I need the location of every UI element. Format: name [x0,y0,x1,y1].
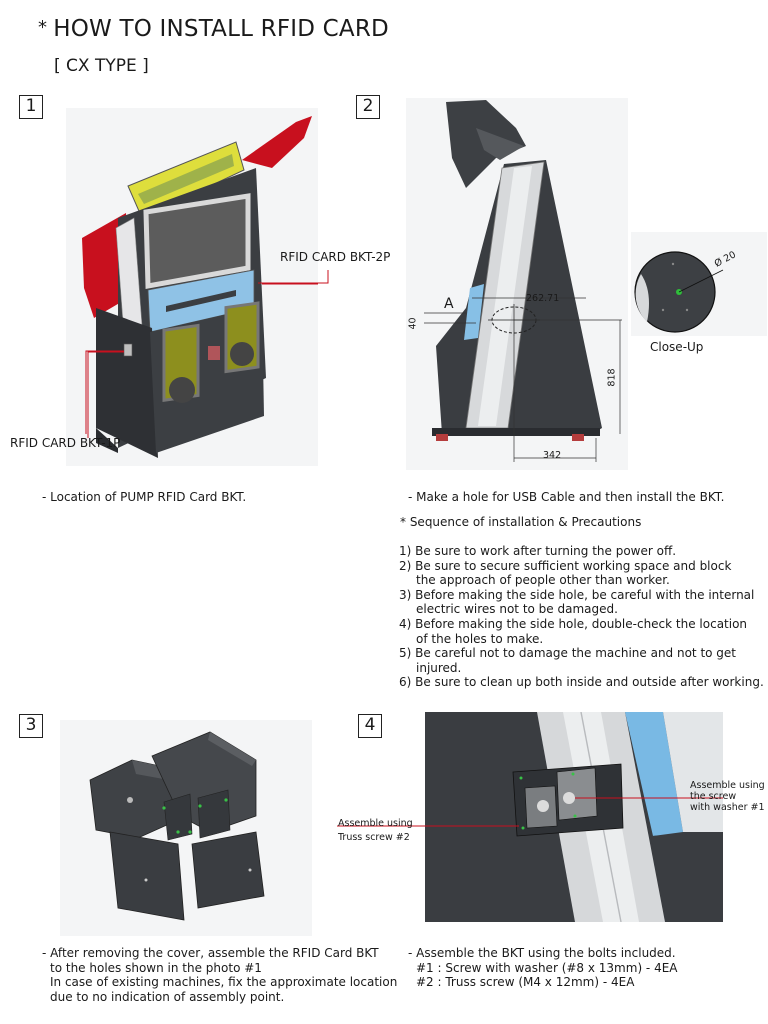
sequence-item-4: 4) Before making the side hole, double-c… [399,616,748,631]
sequence-item-2-cont: the approach of people other than worker… [416,573,670,588]
sequence-title: * Sequence of installation & Precautions [400,515,642,529]
sequence-item-5: 5) Be careful not to damage the machine … [399,646,737,661]
label-rfid-bkt-1p: RFID CARD BKT-1P [10,436,121,450]
step-3-bracket-image [60,720,312,936]
step-4-caption-line-1: - Assemble the BKT using the bolts inclu… [408,946,676,960]
step-1-leader-1p [85,350,124,434]
step-3-caption-line-3: In case of existing machines, fix the ap… [50,975,398,990]
step-4-assembly-image [425,712,723,922]
dim-label-a: A [444,296,454,312]
dim-label-342: 342 [543,450,562,461]
step-4-label-right: Assemble using the screw with washer #1 [690,780,765,813]
page-title: *HOW TO INSTALL RFID CARD [38,16,389,42]
closeup-label: Close-Up [650,340,704,354]
step-4-caption-line-3: #2 : Truss screw (M4 x 12mm) - 4EA [416,975,635,990]
step-2-side-view-image [406,98,628,470]
step-3-caption-line-2: to the holes shown in the photo #1 [50,960,262,975]
step-4-caption: - Assemble the BKT using the bolts inclu… [408,946,678,990]
step-4-caption-line-2: #1 : Screw with washer (#8 x 13mm) - 4EA [416,960,678,975]
sequence-item-3: 3) Before making the side hole, be caref… [399,587,755,602]
sequence-item-1: 1) Be sure to work after turning the pow… [399,544,677,558]
step-4-leader-left [337,825,427,827]
dim-label-262: 262.71 [526,293,560,304]
step-1-machine-image [66,108,318,466]
step-1-number: 1 [19,95,43,119]
closeup-image [631,232,767,336]
step-4-label-left: Assemble using Truss screw #2 [338,818,413,843]
step-1-leader-2p [258,270,329,284]
sequence-list: 1) Be sure to work after turning the pow… [399,544,764,690]
sequence-item-4-cont: of the holes to make. [416,631,544,646]
title-star: * [38,17,48,38]
sequence-item-6: 6) Be sure to clean up both inside and o… [399,675,764,690]
step-4-label-left-line-1: Assemble using [338,818,413,829]
sequence-item-5-cont: injured. [416,660,462,675]
label-rfid-bkt-2p: RFID CARD BKT-2P [280,250,391,264]
step-4-label-right-line-1: Assemble using [690,780,765,791]
step-3-caption-line-4: due to no indication of assembly point. [50,990,285,1005]
step-4-label-right-line-3: with washer #1 [690,802,765,813]
title-text: HOW TO INSTALL RFID CARD [53,16,389,42]
step-4-label-left-line-2: Truss screw #2 [338,832,410,843]
step-4-label-right-line-2: the screw [690,791,737,802]
step-3-number: 3 [19,714,43,738]
dim-label-40: 40 [407,317,419,330]
step-4-number: 4 [358,714,382,738]
dim-label-818: 818 [606,368,618,387]
sequence-item-3-cont: electric wires not to be damaged. [416,602,618,617]
step-3-caption-line-1: - After removing the cover, assemble the… [42,946,379,960]
page-subtitle: [ CX TYPE ] [54,56,149,76]
step-2-number: 2 [356,95,380,119]
step-1-caption: - Location of PUMP RFID Card BKT. [42,490,247,504]
step-3-caption: - After removing the cover, assemble the… [42,946,397,1005]
sequence-item-2: 2) Be sure to secure sufficient working … [399,558,732,573]
step-2-caption: - Make a hole for USB Cable and then ins… [408,490,725,504]
